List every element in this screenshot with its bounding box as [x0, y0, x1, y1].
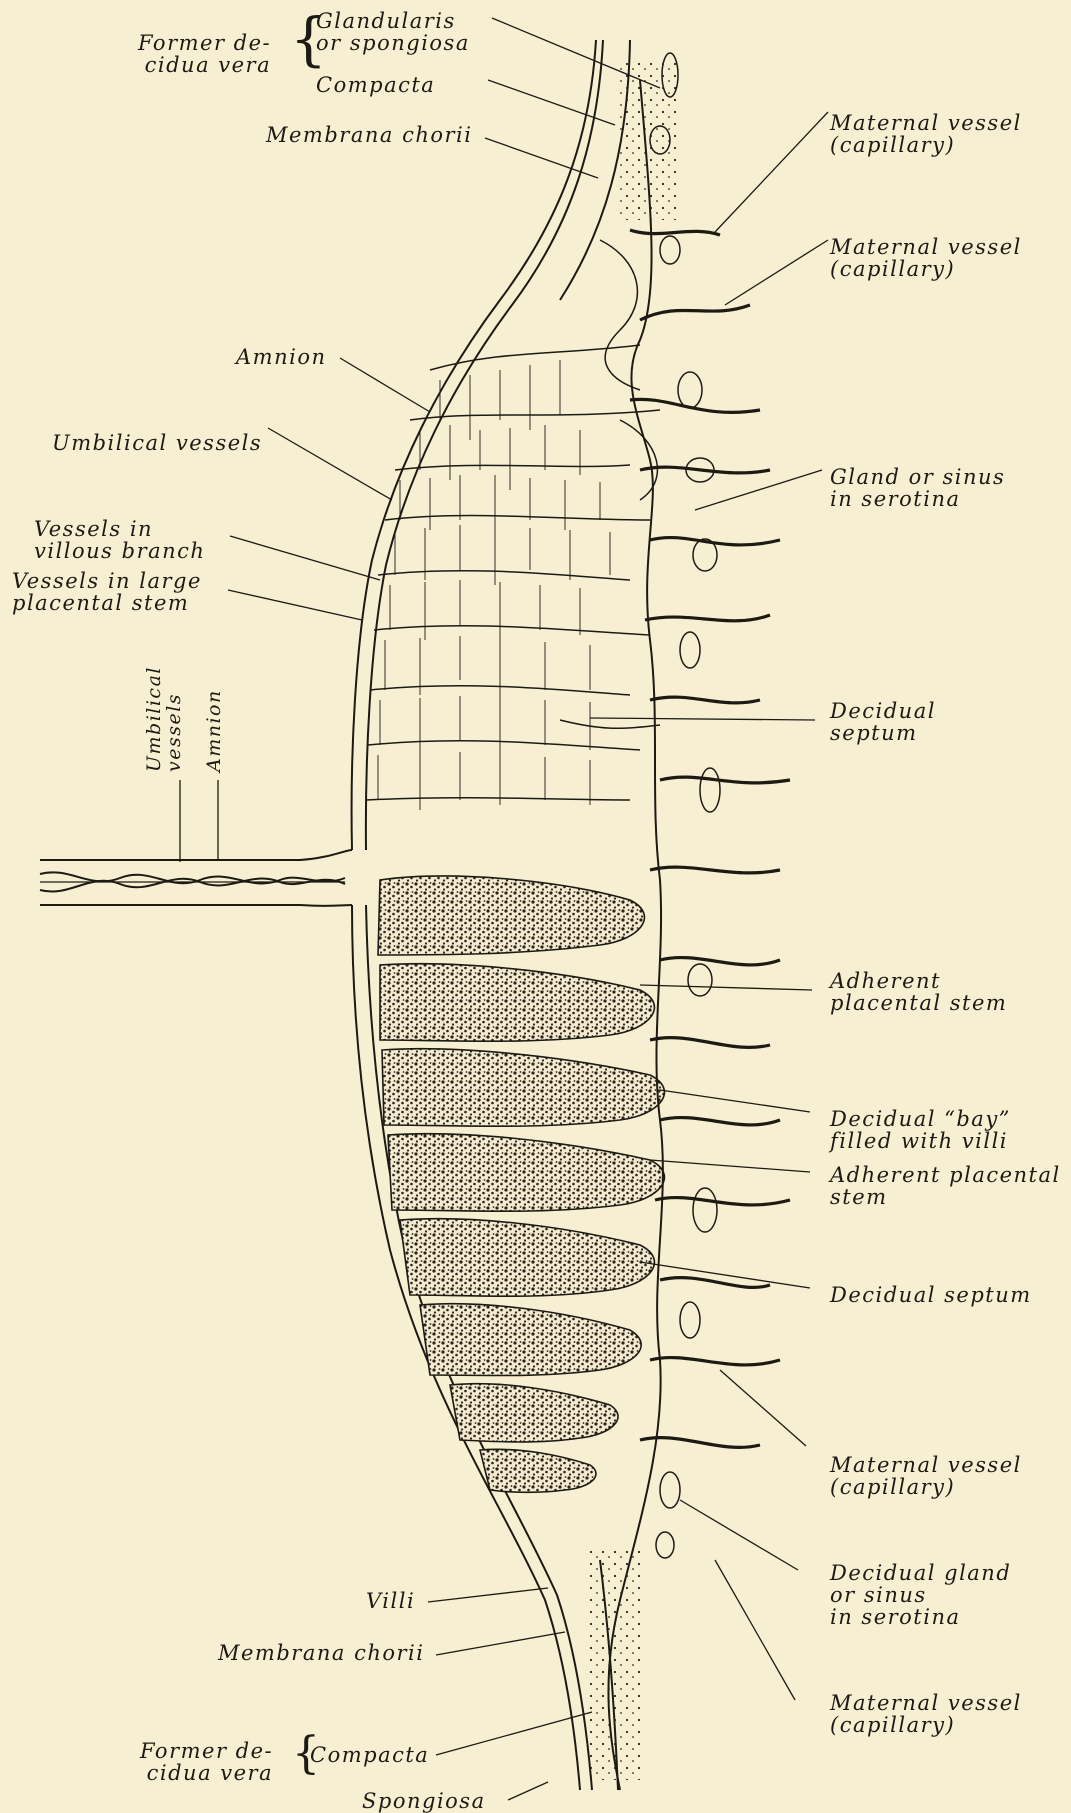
label-former-decidua-vera-bottom: Former de- cidua vera: [140, 1740, 273, 1784]
label-adherent-stem-2: Adherent placental stem: [830, 1164, 1061, 1208]
label-maternal-vessel-1: Maternal vessel (capillary): [830, 112, 1022, 156]
label-compacta-top: Compacta: [316, 74, 435, 96]
label-vessels-villous-branch: Vessels in villous branch: [34, 518, 205, 562]
decidual-glands: [650, 53, 720, 1558]
label-former-decidua-vera-top: Former de- cidua vera: [138, 32, 271, 76]
label-maternal-vessel-3: Maternal vessel (capillary): [830, 1454, 1022, 1498]
label-decidual-bay: Decidual “bay” filled with villi: [830, 1108, 1011, 1152]
label-decidual-septum-2: Decidual septum: [830, 1284, 1032, 1306]
label-vessels-large-stem: Vessels in large placental stem: [12, 570, 202, 614]
label-spongiosa: Spongiosa: [362, 1790, 486, 1812]
upper-villous-stems: [366, 240, 660, 800]
label-membrana-chorii-bottom: Membrana chorii: [218, 1642, 424, 1664]
label-umbilical-vessels-vertical: Umbilical vessels: [144, 666, 184, 772]
label-villi: Villi: [366, 1590, 415, 1612]
label-compacta-bottom: Compacta: [310, 1744, 429, 1766]
label-decidual-septum-1: Decidual septum: [830, 700, 936, 744]
label-umbilical-vessels: Umbilical vessels: [52, 432, 262, 454]
label-maternal-vessel-4: Maternal vessel (capillary): [830, 1692, 1022, 1736]
label-glandularis: Glandularis or spongiosa: [316, 10, 470, 54]
lower-villous-stems: [378, 876, 664, 1492]
label-membrana-chorii-top: Membrana chorii: [266, 124, 472, 146]
label-decidual-gland: Decidual gland or sinus in serotina: [830, 1562, 1011, 1628]
label-adherent-stem-1: Adherent placental stem: [830, 970, 1007, 1014]
label-gland-sinus: Gland or sinus in serotina: [830, 466, 1005, 510]
umbilical-cord: [40, 850, 352, 906]
label-amnion: Amnion: [236, 346, 327, 368]
label-amnion-vertical: Amnion: [204, 689, 224, 772]
label-maternal-vessel-2: Maternal vessel (capillary): [830, 236, 1022, 280]
